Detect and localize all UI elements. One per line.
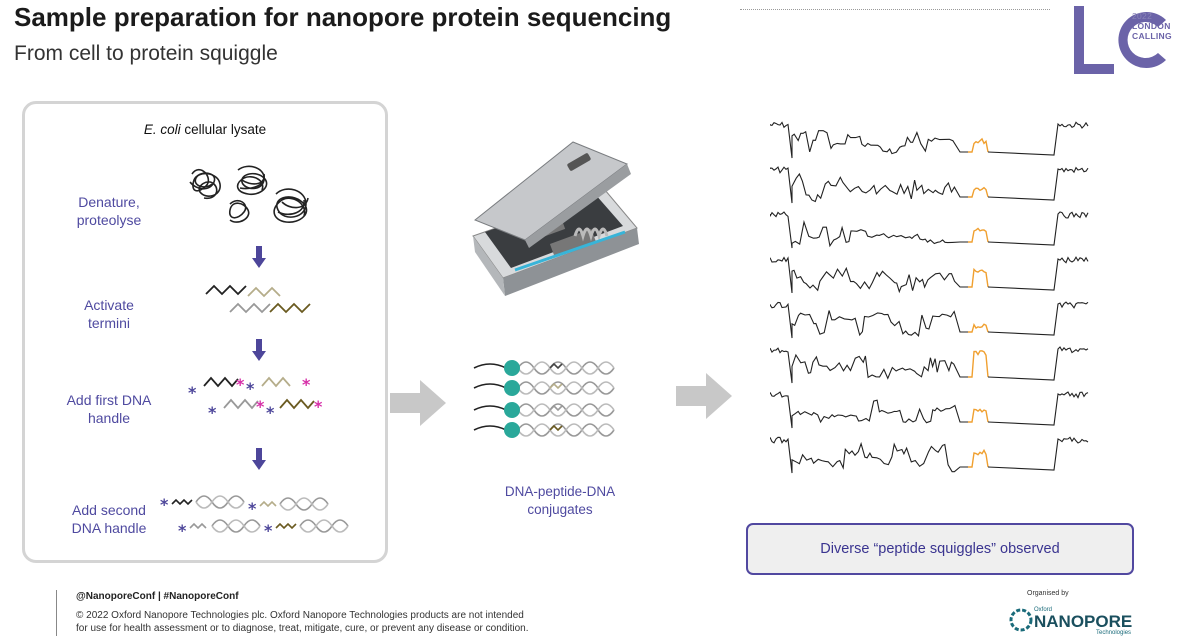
squiggle-trace-end <box>987 166 1089 201</box>
observation-callout: Diverse “peptide squiggles” observed <box>746 523 1134 575</box>
down-arrow-icon <box>252 246 266 268</box>
squiggle-highlight <box>968 137 989 153</box>
down-arrow-icon <box>252 448 266 470</box>
right-arrow-icon <box>676 373 732 419</box>
step-denature-label: Denature,proteolyse <box>76 194 142 228</box>
london-calling-logo <box>1074 6 1166 74</box>
dna-peptide-conjugates-illustration <box>473 360 615 438</box>
squiggle-highlight <box>968 186 989 198</box>
oxford-nanopore-logo: Oxford NANOPORE Technologies <box>1009 607 1132 636</box>
squiggle-trace-end <box>987 256 1089 291</box>
second-dna-handle-illustration: * * * * <box>160 495 349 540</box>
slide-title: Sample preparation for nanopore protein … <box>14 2 672 32</box>
copyright-notice: © 2022 Oxford Nanopore Technologies plc.… <box>76 610 529 634</box>
squiggle-highlight <box>968 448 989 468</box>
workflow-panel <box>22 101 388 563</box>
peptides-illustration <box>205 284 311 314</box>
squiggle-trace <box>770 166 968 204</box>
squiggle-trace <box>770 256 968 294</box>
squiggle-trace <box>770 301 968 339</box>
svg-text:*: * <box>314 397 323 416</box>
london-calling-text: 2022 LONDON CALLING <box>1132 11 1172 41</box>
svg-text:NANOPORE: NANOPORE <box>1034 612 1132 631</box>
squiggle-trace-end <box>987 436 1089 471</box>
squiggle-highlight <box>968 267 989 288</box>
squiggle-trace-end <box>987 211 1089 246</box>
squiggle-highlight <box>968 323 989 333</box>
svg-text:*: * <box>264 521 273 540</box>
squiggle-trace <box>770 121 968 159</box>
svg-text:*: * <box>248 499 257 518</box>
header-divider <box>740 9 1050 10</box>
squiggle-trace <box>770 211 968 249</box>
squiggle-trace-end <box>987 346 1089 381</box>
squiggle-trace <box>770 391 968 429</box>
svg-text:*: * <box>266 403 275 422</box>
folded-proteins-illustration <box>189 165 309 223</box>
svg-text:*: * <box>188 383 197 402</box>
right-arrow-icon <box>390 380 446 426</box>
down-arrow-icon <box>252 339 266 361</box>
peptide-squiggle-traces <box>770 121 1089 474</box>
first-dna-handle-illustration: * * * * * * * * <box>188 375 323 422</box>
svg-text:*: * <box>178 521 187 540</box>
svg-text:*: * <box>236 375 245 394</box>
lysate-heading: E. coli cellular lysate <box>143 122 267 137</box>
svg-text:*: * <box>208 403 217 422</box>
squiggle-highlight <box>968 350 989 378</box>
squiggle-trace <box>770 347 968 384</box>
squiggle-trace-end <box>987 301 1089 336</box>
svg-text:Technologies: Technologies <box>1096 630 1131 636</box>
squiggle-trace <box>770 436 968 474</box>
organised-by-label: Organised by <box>1027 590 1069 597</box>
squiggle-highlight <box>968 227 989 243</box>
svg-text:*: * <box>302 375 311 394</box>
squiggle-trace-end <box>987 391 1089 426</box>
svg-text:*: * <box>160 495 169 514</box>
minion-device-illustration <box>472 141 639 296</box>
footer-divider <box>56 590 57 636</box>
svg-text:*: * <box>246 379 255 398</box>
svg-text:Oxford: Oxford <box>1034 607 1052 613</box>
svg-text:*: * <box>256 397 265 416</box>
squiggle-trace-end <box>987 121 1089 156</box>
squiggle-highlight <box>968 408 989 423</box>
social-handle: @NanoporeConf | #NanoporeConf <box>76 591 239 602</box>
slide-subtitle: From cell to protein squiggle <box>14 42 278 65</box>
